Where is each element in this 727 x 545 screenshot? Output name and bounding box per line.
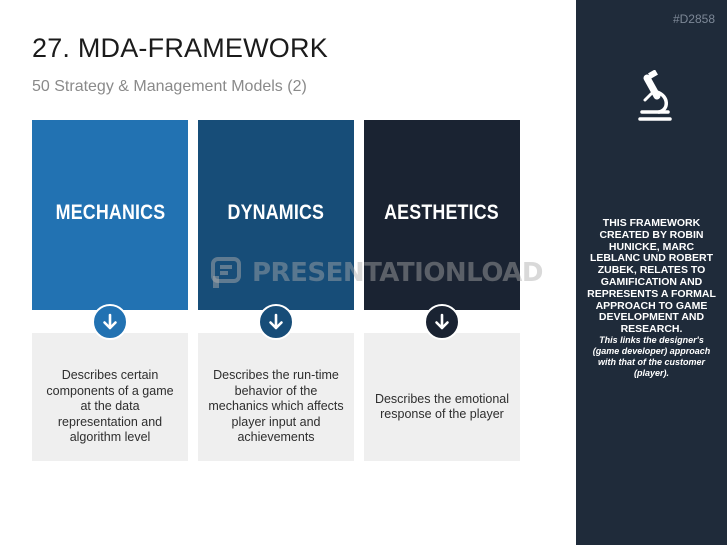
microscope-icon bbox=[637, 69, 673, 127]
sidebar-main-text: This framework created by Robin Hunicke,… bbox=[587, 217, 716, 336]
description-box-aesthetics: Describes the emotional response of the … bbox=[364, 333, 520, 461]
tile-label-aesthetics: AESTHETICS bbox=[384, 201, 500, 224]
tile-label-mechanics: MECHANICS bbox=[55, 201, 165, 224]
tile-label-dynamics: DYNAMICS bbox=[227, 201, 325, 224]
sidebar: #D2858 This framework created by Robin H… bbox=[576, 0, 727, 545]
description-box-mechanics: Describes certain components of a game a… bbox=[32, 333, 188, 461]
description-text-aesthetics: Describes the emotional response of the … bbox=[374, 391, 510, 422]
tile-aesthetics: AESTHETICS bbox=[364, 120, 520, 310]
description-text-dynamics: Describes the run-time behavior of the m… bbox=[208, 368, 344, 445]
tile-mechanics: MECHANICS bbox=[32, 120, 188, 310]
sidebar-sub-text: This links the designer's (game develope… bbox=[592, 335, 711, 378]
arrow-down-circle-icon bbox=[92, 304, 128, 340]
description-text-mechanics: Describes certain components of a game a… bbox=[46, 368, 174, 445]
slide-code: #D2858 bbox=[672, 12, 715, 26]
page-title: 27. MDA-FRAMEWORK bbox=[32, 33, 328, 63]
description-box-dynamics: Describes the run-time behavior of the m… bbox=[198, 333, 354, 461]
tile-dynamics: DYNAMICS bbox=[198, 120, 354, 310]
page-subtitle: 50 Strategy & Management Models (2) bbox=[32, 78, 307, 95]
arrow-down-circle-icon bbox=[258, 304, 294, 340]
arrow-down-circle-icon bbox=[424, 304, 460, 340]
